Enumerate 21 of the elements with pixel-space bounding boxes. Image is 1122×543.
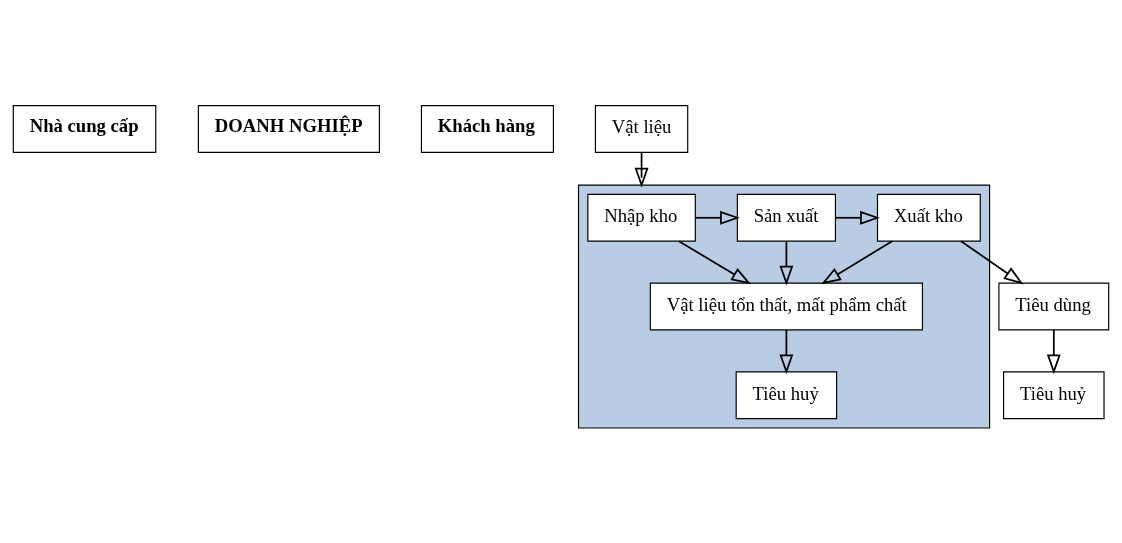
- arrow: [779, 329, 794, 375]
- node-box: Tiêu dùng: [998, 282, 1110, 331]
- node-box: Tiêu huỷ: [1003, 371, 1105, 420]
- node-box: Tiêu huỷ: [735, 371, 838, 420]
- node-box: Khách hàng: [420, 105, 554, 153]
- node-box: Sản xuất: [736, 193, 836, 242]
- node-box: Xuất kho: [876, 193, 981, 242]
- node-box: Nhập kho: [587, 193, 696, 242]
- arrow: [634, 151, 649, 188]
- node-box: DOANH NGHIỆP: [197, 105, 380, 153]
- arrow: [678, 240, 751, 285]
- arrow: [821, 240, 894, 285]
- cluster: [577, 184, 991, 429]
- arrow: [694, 210, 740, 225]
- node-box: Nhà cung cấp: [12, 105, 157, 153]
- arrow: [1046, 329, 1061, 375]
- arrow: [960, 240, 1024, 285]
- node-box: Vật liệu tổn thất, mất phẩm chất: [649, 282, 924, 331]
- arrow: [779, 240, 794, 286]
- arrow: [835, 210, 880, 225]
- node-box: Vật liệu: [594, 105, 689, 153]
